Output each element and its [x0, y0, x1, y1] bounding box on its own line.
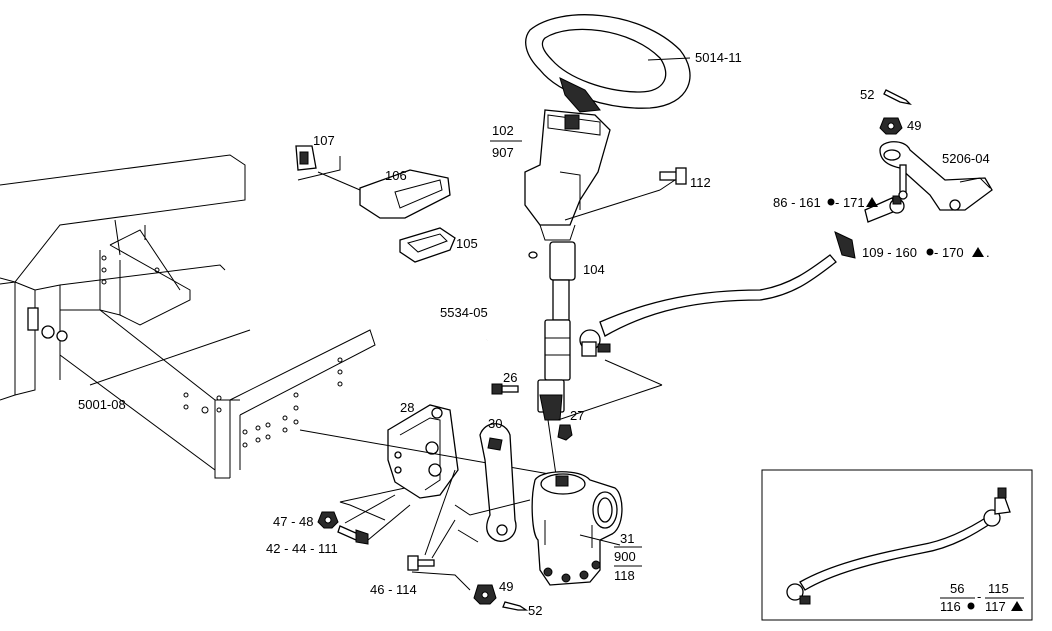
inset-tie-rod — [786, 487, 1011, 605]
label-28: 28 — [400, 400, 414, 415]
bolt-26 — [491, 383, 519, 395]
label-46-114: 46 - 114 — [370, 582, 417, 597]
leader-drag — [604, 359, 663, 386]
chassis-frame — [0, 154, 376, 479]
label-5014-11: 5014-11 — [695, 50, 742, 65]
bracket-106 — [359, 169, 451, 219]
triangle-marker — [866, 197, 878, 207]
pitman-arm — [879, 141, 993, 211]
label-102: 102 — [492, 123, 514, 138]
label-105: 105 — [456, 236, 478, 251]
nut-27 — [557, 424, 573, 441]
label-907: 907 — [492, 145, 514, 160]
steering-box — [531, 471, 623, 586]
label-5001-08: 5001-08 — [78, 397, 126, 412]
leader-box — [579, 534, 621, 546]
leader-46c — [431, 519, 456, 559]
inset-frame — [761, 469, 1033, 621]
label-49-bottom: 49 — [499, 579, 513, 594]
leader-47 — [344, 494, 396, 524]
pin-52-top — [883, 89, 912, 106]
circle-marker — [827, 198, 835, 206]
label-112: 112 — [690, 175, 711, 190]
leader-arm2 — [457, 529, 479, 543]
nut-47-48 — [317, 511, 339, 529]
bracket-107 — [295, 145, 317, 171]
steering-shaft — [537, 241, 576, 476]
drag-link — [579, 231, 856, 357]
leader-col — [564, 189, 661, 221]
nut-49-bottom — [473, 584, 497, 605]
label-170: - 170 — [934, 245, 964, 260]
circle-marker-2 — [926, 248, 934, 256]
label-31: 31 — [620, 531, 634, 546]
label-sep: - — [977, 589, 981, 604]
label-42-44-111: 42 - 44 - 111 — [266, 541, 338, 556]
nut-49-top — [879, 117, 903, 135]
label-115: 115 — [988, 581, 1009, 596]
label-27: 27 — [570, 408, 584, 423]
leader-drag2 — [557, 384, 663, 421]
leader-arm — [454, 499, 531, 516]
label-5534-05: 5534-05 — [440, 305, 488, 320]
pin-52-bottom — [502, 601, 529, 611]
label-5206-04: 5206-04 — [942, 151, 990, 166]
label-52-bottom: 52 — [528, 603, 542, 618]
circle-marker-3 — [967, 602, 975, 610]
leader-46b — [424, 469, 456, 556]
label-86-161: 86 - 161 — [773, 195, 821, 210]
label-109-160: 109 - 160 — [862, 245, 917, 260]
triangle-marker-3 — [1011, 601, 1023, 611]
label-104: 104 — [583, 262, 605, 277]
bolt-112 — [659, 167, 687, 185]
leader-46 — [411, 571, 471, 591]
steering-column — [524, 109, 611, 241]
label-47-48: 47 - 48 — [273, 514, 313, 529]
label-900: 900 — [614, 549, 636, 564]
steering-wheel — [525, 14, 691, 113]
leader-107 — [297, 156, 341, 181]
label-30: 30 — [488, 416, 502, 431]
label-106: 106 — [385, 168, 407, 183]
label-107: 107 — [313, 133, 335, 148]
steering-arm — [479, 423, 517, 542]
bolt-46-114 — [407, 555, 435, 571]
label-117: 117 — [985, 599, 1006, 614]
label-dot: . — [986, 245, 990, 260]
bolt-42-44 — [337, 525, 369, 545]
tube — [486, 251, 538, 342]
tie-rod-end — [864, 195, 905, 223]
cover-105 — [399, 227, 456, 263]
leader-frame — [89, 329, 251, 386]
label-116: 116 — [940, 599, 961, 614]
label-171: - 171 — [835, 195, 865, 210]
leader-42 — [367, 504, 411, 541]
leader-28 — [339, 487, 406, 521]
label-56: 56 — [950, 581, 964, 596]
leader-106 — [317, 171, 361, 191]
label-26: 26 — [503, 370, 517, 385]
label-52-top: 52 — [860, 87, 874, 102]
triangle-marker-2 — [972, 247, 984, 257]
label-118: 118 — [614, 568, 635, 583]
label-49-top: 49 — [907, 118, 921, 133]
leader-wheel — [647, 57, 691, 61]
